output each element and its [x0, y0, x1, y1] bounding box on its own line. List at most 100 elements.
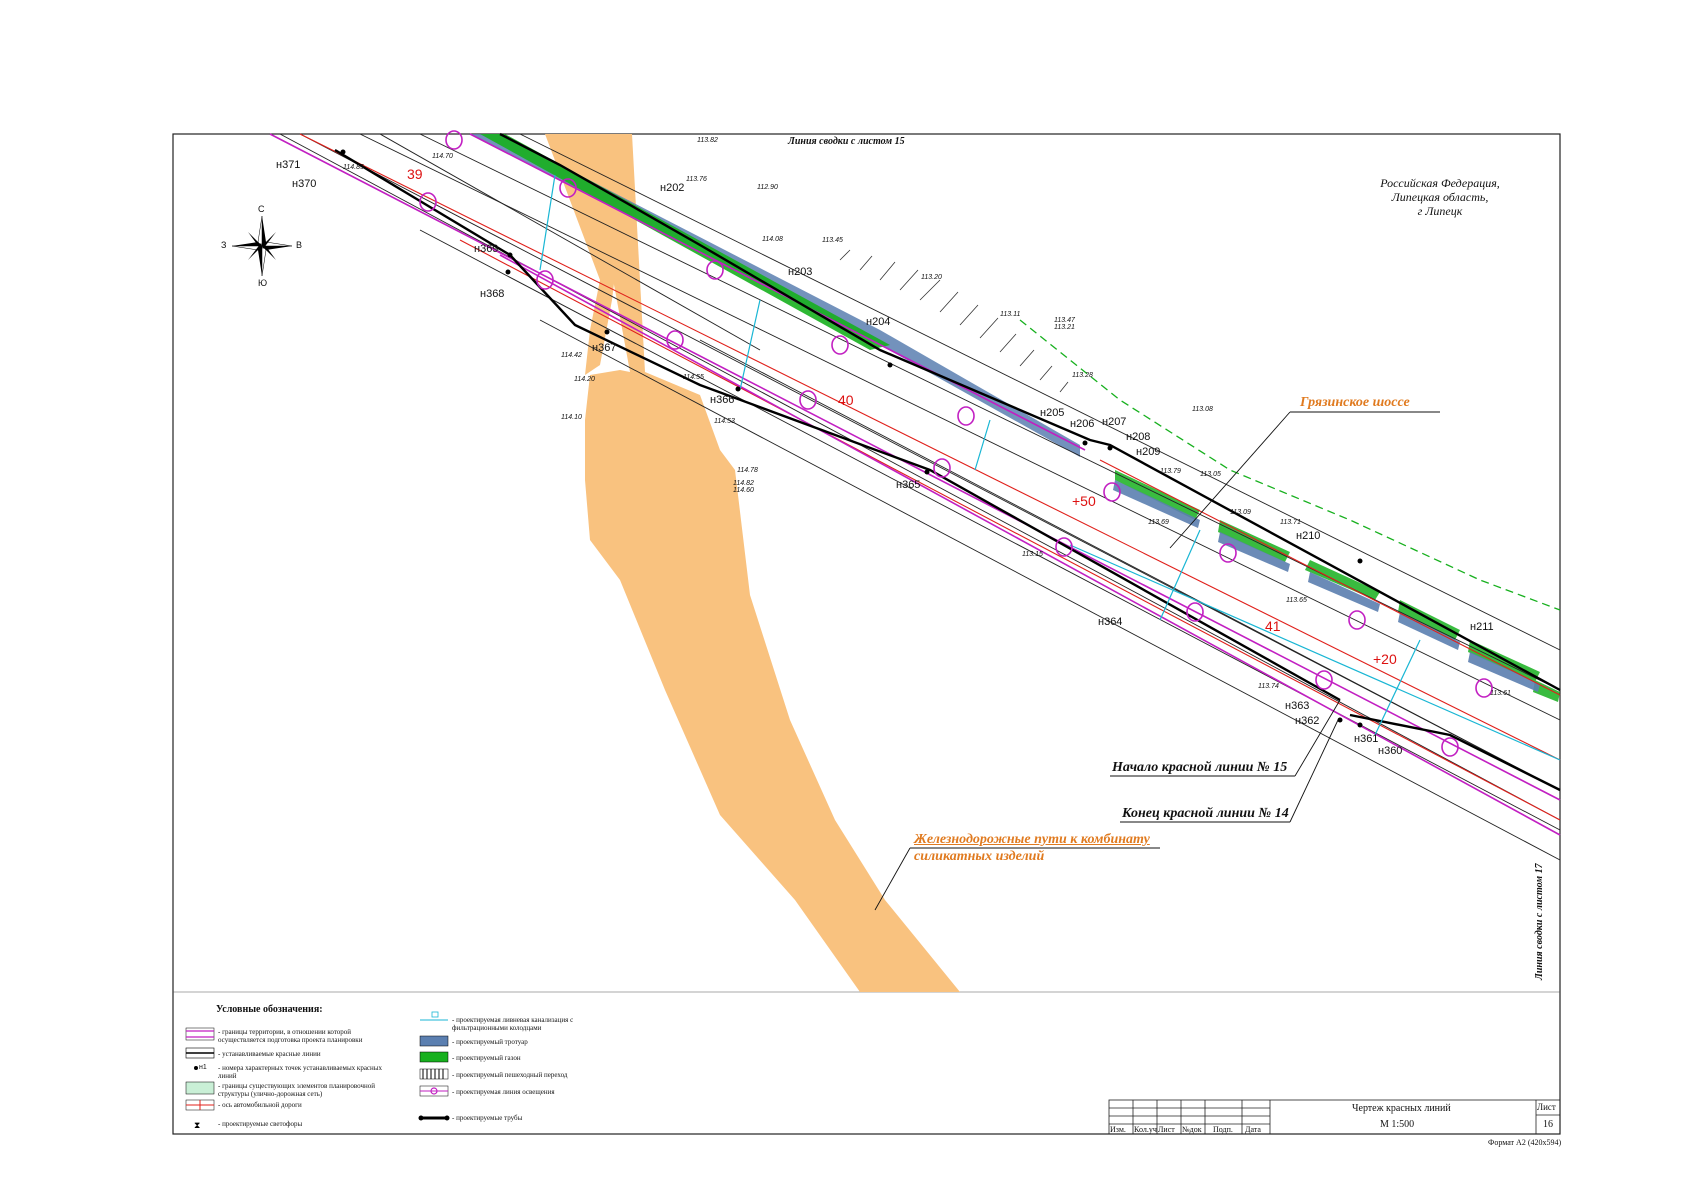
picket-label: 39 [407, 166, 423, 182]
elevation: 113.20 [921, 274, 942, 281]
elevation: 113.05 [1200, 471, 1221, 478]
legend-symbols: ⧗ [185, 1011, 450, 1130]
point-label: н361 [1354, 733, 1379, 745]
rail-label-line2: силикатных изделий [914, 849, 1045, 864]
region-country: Российская Федерация, [1380, 176, 1500, 190]
tb-col: №док [1182, 1125, 1202, 1134]
green-dash-line [1019, 319, 1561, 611]
elevation: 114.08 [762, 236, 783, 243]
point-label: н205 [1040, 407, 1065, 419]
point-label: н363 [1285, 700, 1310, 712]
elevation: 114.42 [561, 352, 582, 359]
point-label: н365 [896, 479, 921, 491]
elevation: 114.82 [733, 480, 754, 487]
legend-item: - границы существующих элементов планиро… [218, 1082, 375, 1098]
slope-hatch [839, 249, 1069, 393]
start-red-line-label: Начало красной линии № 15 [1112, 760, 1288, 775]
elevation: 113.71 [1280, 519, 1301, 526]
compass-south: Ю [258, 278, 268, 288]
end-red-line-label: Конец красной линии № 14 [1122, 806, 1289, 821]
legend-item: - номера характерных точек устанавливаем… [218, 1064, 382, 1080]
picket-label: 40 [838, 392, 854, 408]
elevation: 112.90 [757, 184, 778, 191]
legend-item: - проектируемые трубы [452, 1114, 523, 1122]
elevation: 113.09 [1230, 509, 1251, 516]
point-label: н364 [1098, 616, 1123, 628]
region-caption: Российская Федерация, Липецкая область, … [1360, 176, 1520, 218]
point-label: н203 [788, 266, 813, 278]
svg-text:⧗: ⧗ [194, 1120, 200, 1130]
elevation: 113.28 [1072, 372, 1093, 379]
legend-item: - проектируемый тротуар [452, 1038, 528, 1046]
elevation: 114.78 [737, 467, 758, 474]
sidewalk-segments [1113, 480, 1540, 692]
sheet-number: 16 [1543, 1119, 1553, 1130]
tb-col: Изм. [1110, 1125, 1126, 1134]
legend-item: - ось автомобильной дороги [218, 1101, 302, 1109]
tb-col: Подп. [1213, 1125, 1233, 1134]
elevation: 113.74 [1258, 683, 1279, 690]
region-oblast: Липецкая область, [1391, 190, 1489, 204]
established-red-line [334, 132, 1561, 792]
region-city: г Липецк [1417, 204, 1463, 218]
elevation: 113.76 [686, 176, 707, 183]
compass-east: В [296, 240, 303, 250]
legend-item: - проектируемая ливневая канализация с ф… [452, 1016, 574, 1032]
point-label: н362 [1295, 715, 1320, 727]
point-label: н202 [660, 182, 685, 194]
legend-item: - проектируемая линия освещения [452, 1088, 555, 1096]
road-label: Грязинское шоссе [1300, 395, 1410, 410]
char-points [340, 149, 1363, 728]
elevation: 113.45 [822, 237, 843, 244]
elevation: 114.55 [683, 374, 704, 381]
elevation: 114.10 [561, 414, 582, 421]
picket-label: +20 [1373, 651, 1397, 667]
picket-label: 41 [1265, 618, 1281, 634]
elevation: 113.82 [697, 137, 718, 144]
point-label: н211 [1470, 621, 1494, 633]
point-label: н371 [276, 159, 301, 171]
point-label: н367 [592, 342, 617, 354]
drawing-title: Чертеж красных линий [1352, 1103, 1451, 1114]
point-label: н369 [474, 243, 499, 255]
point-label: н207 [1102, 416, 1127, 428]
compass-west: З [221, 240, 227, 250]
elevation: 114.53 [714, 418, 735, 425]
elevation: 113.61 [1490, 690, 1511, 697]
match-line-top: Линия сводки с листом 15 [788, 136, 905, 147]
road-lines [279, 133, 1561, 861]
elevation: 114.60 [733, 487, 754, 494]
picket-label: +50 [1072, 493, 1096, 509]
elevation: 114.85 [343, 164, 364, 171]
elevation: 114.70 [432, 153, 453, 160]
lighting-poles [419, 130, 1493, 757]
legend-item: - проектируемый газон [452, 1054, 521, 1062]
elevation: 113.08 [1192, 406, 1213, 413]
legend-item: - проектируемый пешеходный переход [452, 1071, 568, 1079]
project-boundary [269, 133, 1561, 836]
point-label: н370 [292, 178, 317, 190]
match-line-side: Линия сводки с листом 17 [1534, 863, 1545, 980]
point-label: н368 [480, 288, 505, 300]
elevation: 114.20 [574, 376, 595, 383]
elevation: 113.65 [1286, 597, 1307, 604]
format-note: Формат А2 (420х594) [1488, 1138, 1562, 1147]
red-lines [299, 133, 1561, 821]
rail-label-line1: Железнодорожные пути к комбинату [914, 832, 1150, 847]
sheet-label: Лист [1537, 1102, 1556, 1112]
legend-item: - границы территории, в отношении которо… [218, 1028, 363, 1044]
legend-marker-label: н1 [199, 1064, 207, 1071]
elevation: 113.21 [1054, 324, 1075, 331]
legend-title: Условные обозначения: [216, 1004, 323, 1015]
point-label: н206 [1070, 418, 1095, 430]
railway-area [540, 134, 960, 992]
drawing-scale: М 1:500 [1380, 1119, 1415, 1130]
tb-col: Лист [1158, 1125, 1175, 1134]
storm-drain [539, 174, 1561, 761]
point-label: н210 [1296, 530, 1321, 542]
compass-north: С [258, 204, 265, 214]
elevation: 113.79 [1160, 468, 1181, 475]
point-label: н360 [1378, 745, 1403, 757]
